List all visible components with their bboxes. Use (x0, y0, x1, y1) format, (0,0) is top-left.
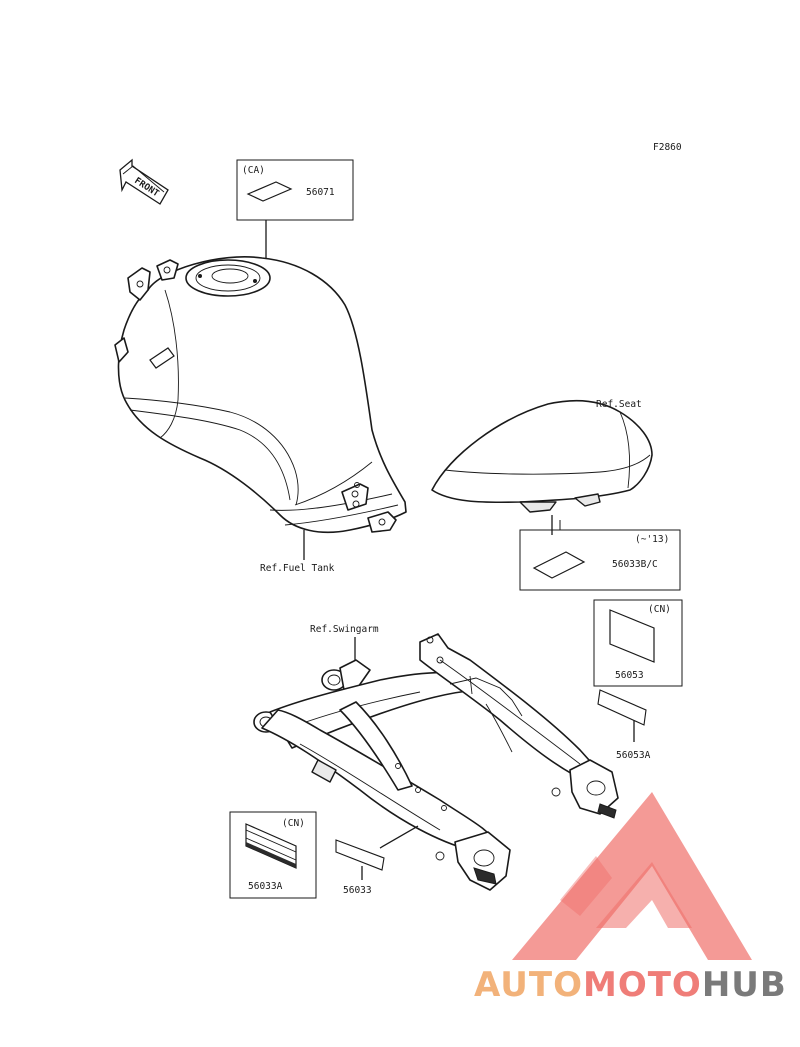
label-56033-callout: 56033 (335, 839, 385, 896)
label-56033a-part-no: 56033A (248, 881, 283, 892)
watermark-auto: AUTO (474, 965, 583, 1005)
label-56053-icon (609, 609, 655, 663)
seat-label-region: (~'13) (635, 534, 669, 545)
svg-text:AUTOMOTOHUB: AUTOMOTOHUB (474, 965, 787, 1005)
seat (431, 399, 653, 535)
label-56033-icon (335, 839, 385, 871)
label-56033a-region: (CN) (282, 818, 305, 829)
automotohub-watermark-logo: AUTOMOTOHUB (474, 792, 787, 1005)
label-56053a-callout: 56053A (597, 689, 651, 761)
label-56053a-part-no: 56053A (616, 750, 651, 761)
label-56053-part-no: 56053 (615, 670, 644, 681)
figure-code: F2860 (653, 142, 682, 153)
label-56033a-callout: (CN) 56033A (229, 811, 317, 899)
fuel-tank (114, 256, 407, 560)
fuel-tank-label-region: (CA) (242, 165, 265, 176)
watermark-moto: MOTO (583, 965, 702, 1005)
watermark-hub: HUB (702, 965, 787, 1005)
swingarm-ref: Ref.Swingarm (310, 624, 379, 635)
fuel-tank-ref: Ref.Fuel Tank (260, 563, 335, 574)
front-arrow-icon: FRONT (119, 158, 169, 205)
swingarm (253, 633, 619, 891)
seat-label-part-no: 56033B/C (612, 559, 658, 570)
label-56033a-icon (245, 823, 297, 869)
label-56053-callout: (CN) 56053 (593, 599, 683, 687)
seat-label-callout: (~'13) 56033B/C (519, 520, 681, 591)
seat-ref: Ref.Seat (596, 399, 642, 410)
label-56053a-icon (597, 689, 647, 726)
label-56033b-icon (532, 551, 586, 579)
fuel-tank-label-part-no: 56071 (306, 187, 335, 198)
fuel-tank-label-callout: (CA) 56071 (236, 159, 354, 295)
label-56071-icon (246, 181, 293, 202)
label-56033-part-no: 56033 (343, 885, 372, 896)
label-56053-region: (CN) (648, 604, 671, 615)
